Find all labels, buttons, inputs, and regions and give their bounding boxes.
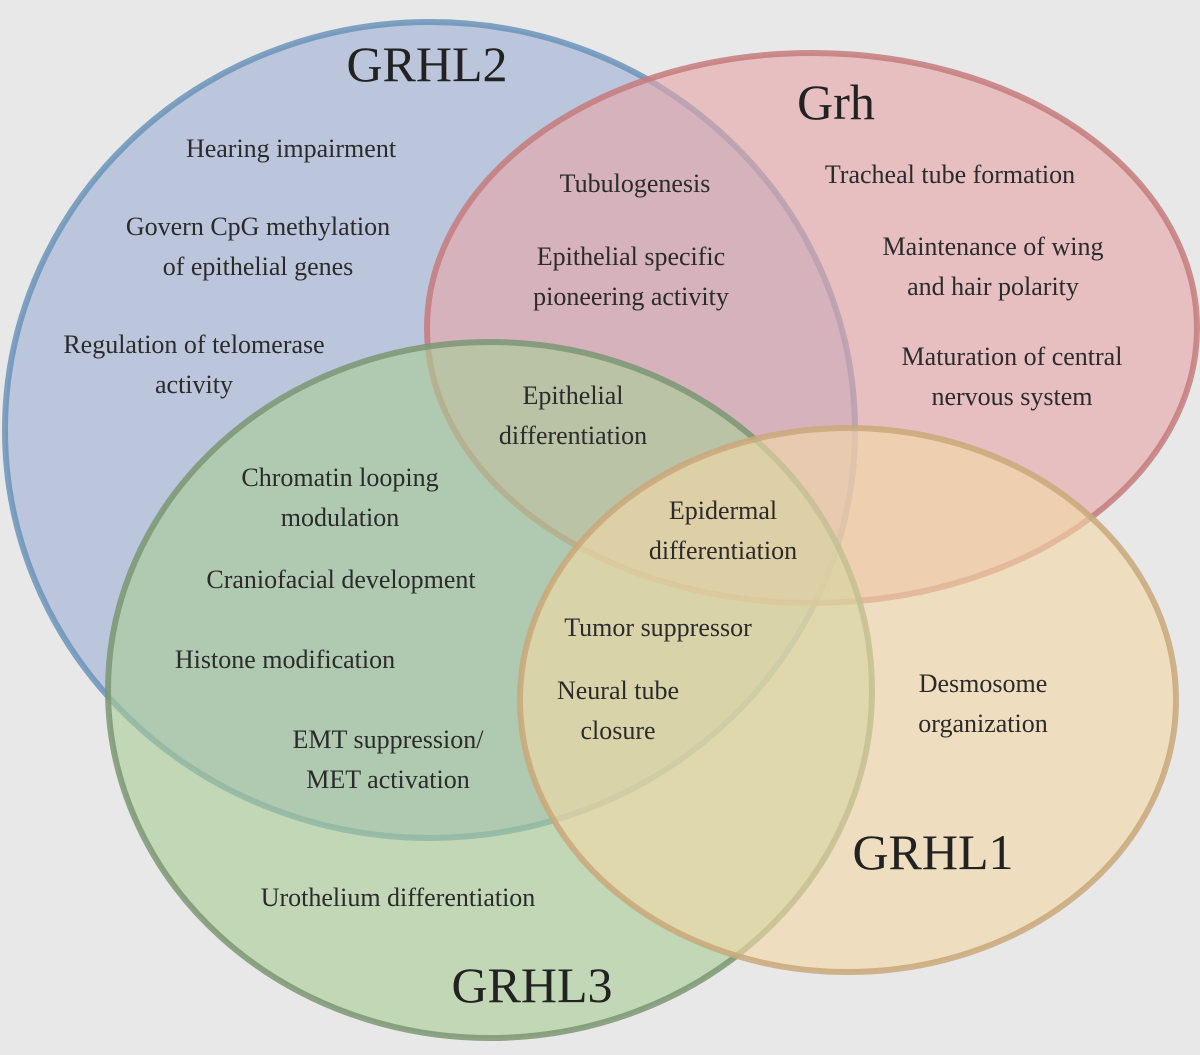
grhl2-grh-item-tubulogenesis: Tubulogenesis: [559, 169, 711, 198]
grhl2-item-telomerase: Regulation of telomerase activity: [63, 330, 325, 399]
all-item-epidermal-differentiation: Epidermal differentiation: [648, 496, 798, 565]
grhl1-item-desmosome: Desmosome organization: [918, 669, 1048, 738]
grhl2-grhl3-item-emt-met: EMT suppression/ MET activation: [292, 725, 484, 794]
triple2-item-tumor-suppressor: Tumor suppressor: [564, 613, 752, 642]
grhl1-circle: [517, 425, 1179, 975]
triple-item-epithelial-differentiation: Epithelial differentiation: [498, 381, 648, 450]
grhl2-grhl3-item-histone-modification: Histone modification: [174, 645, 396, 674]
grhl3-item-urothelium: Urothelium differentiation: [260, 883, 536, 912]
grh-item-wing-hair-polarity: Maintenance of wing and hair polarity: [882, 232, 1104, 301]
triple2-item-neural-tube-closure: Neural tube closure: [556, 676, 680, 745]
grhl2-grh-item-pioneering: Epithelial specific pioneering activity: [533, 242, 729, 311]
grhl2-title: GRHL2: [346, 36, 508, 92]
grhl2-grhl3-item-chromatin-looping: Chromatin looping modulation: [241, 463, 439, 532]
grhl1-title: GRHL1: [852, 824, 1014, 880]
grhl2-item-hearing-impairment: Hearing impairment: [185, 134, 397, 163]
grh-title: Grh: [797, 74, 875, 130]
grhl2-grhl3-item-craniofacial: Craniofacial development: [206, 565, 476, 594]
grhl2-item-cpg-methylation: Govern CpG methylation of epithelial gen…: [125, 212, 391, 281]
grh-item-cns-maturation: Maturation of central nervous system: [901, 342, 1123, 411]
grh-item-tracheal-tube: Tracheal tube formation: [824, 160, 1076, 189]
grhl3-title: GRHL3: [451, 957, 613, 1013]
